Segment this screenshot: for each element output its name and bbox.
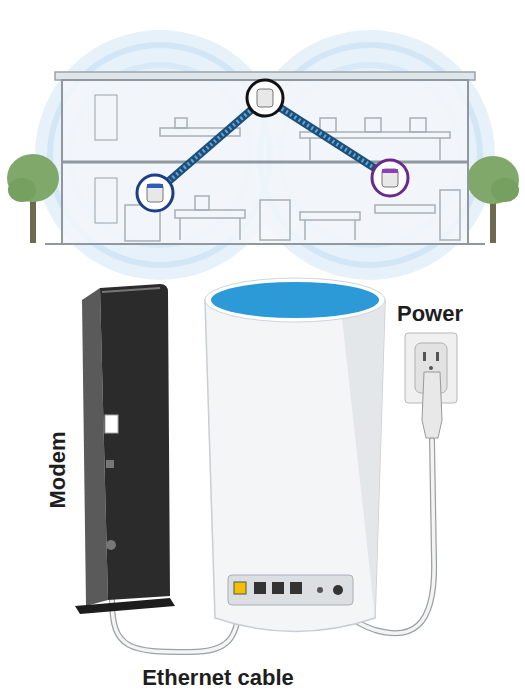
modem	[75, 284, 175, 614]
office-building	[45, 72, 485, 244]
ethernet-cable-label: Ethernet cable	[142, 666, 294, 690]
power-outlet	[405, 333, 457, 438]
wifi-coverage	[35, 30, 495, 280]
modem-label: Modem	[46, 432, 70, 509]
router	[205, 278, 385, 632]
power-label: Power	[397, 302, 463, 326]
